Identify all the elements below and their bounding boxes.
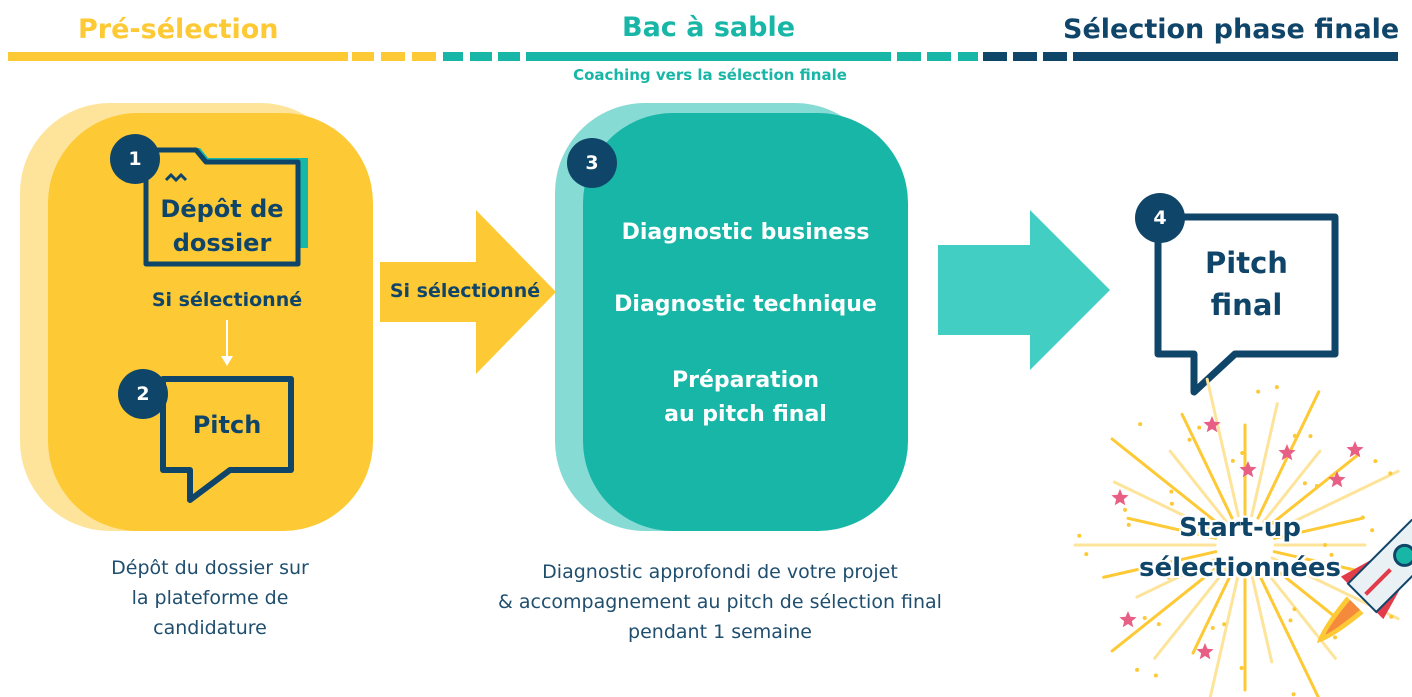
coaching-label: Coaching vers la sélection finale xyxy=(573,66,847,84)
step3-item-technique: Diagnostic technique xyxy=(614,292,877,317)
step-badge-1: 1 xyxy=(110,134,160,184)
speech-bubble-icon xyxy=(1154,213,1339,396)
rocket-icon xyxy=(1316,515,1412,644)
step1-title-line2: dossier xyxy=(172,229,272,257)
bac-card xyxy=(583,113,908,531)
phase-title-bac-a-sable: Bac à sable xyxy=(622,12,796,43)
step4-title-line1: Pitch xyxy=(1205,246,1288,280)
step-badge-4: 4 xyxy=(1135,193,1185,243)
step-badge-2: 2 xyxy=(118,369,168,419)
step2-title: Pitch xyxy=(192,411,262,439)
step-badge-3: 3 xyxy=(567,138,617,188)
arrow-2 xyxy=(938,210,1110,370)
caption-bac-a-sable: Diagnostic approfondi de votre projet & … xyxy=(420,557,1020,647)
condition-label-inner: Si sélectionné xyxy=(151,289,303,311)
caption-bac-line1: Diagnostic approfondi de votre projet xyxy=(542,561,898,583)
caption-preselection-line2: la plateforme de xyxy=(131,587,289,609)
step3-item-preparation-line1: Préparation xyxy=(671,368,820,393)
arrow-1-label: Si sélectionné xyxy=(389,280,541,302)
timeline xyxy=(8,52,1398,61)
folder-icon xyxy=(143,147,308,267)
arrow-1 xyxy=(380,210,556,374)
caption-bac-line2: & accompagnement au pitch de sélection f… xyxy=(498,591,942,613)
result-label-line2: sélectionnées xyxy=(1138,553,1342,583)
step3-item-preparation-line2: au pitch final xyxy=(664,402,827,427)
down-arrow-icon xyxy=(221,320,233,366)
result-label-line1: Start-up xyxy=(1179,513,1301,543)
caption-bac-line3: pendant 1 semaine xyxy=(628,621,812,643)
caption-preselection-line1: Dépôt du dossier sur xyxy=(111,557,309,579)
phase-title-preselection: Pré-sélection xyxy=(78,14,279,45)
phase-title-selection-finale: Sélection phase finale xyxy=(1063,14,1400,45)
step4-title-line2: final xyxy=(1210,288,1283,322)
step4-title: Pitch final xyxy=(1158,242,1335,326)
step1-title: Dépôt de dossier xyxy=(146,192,298,260)
step3-item-business: Diagnostic business xyxy=(621,220,870,245)
step3-item-preparation: Préparation au pitch final xyxy=(583,364,908,432)
step1-title-line1: Dépôt de xyxy=(160,195,284,223)
result-label: Start-up sélectionnées xyxy=(1090,508,1390,588)
caption-preselection-line3: candidature xyxy=(153,617,267,639)
speech-bubble-icon xyxy=(160,376,294,503)
caption-preselection: Dépôt du dossier sur la plateforme de ca… xyxy=(40,553,380,643)
